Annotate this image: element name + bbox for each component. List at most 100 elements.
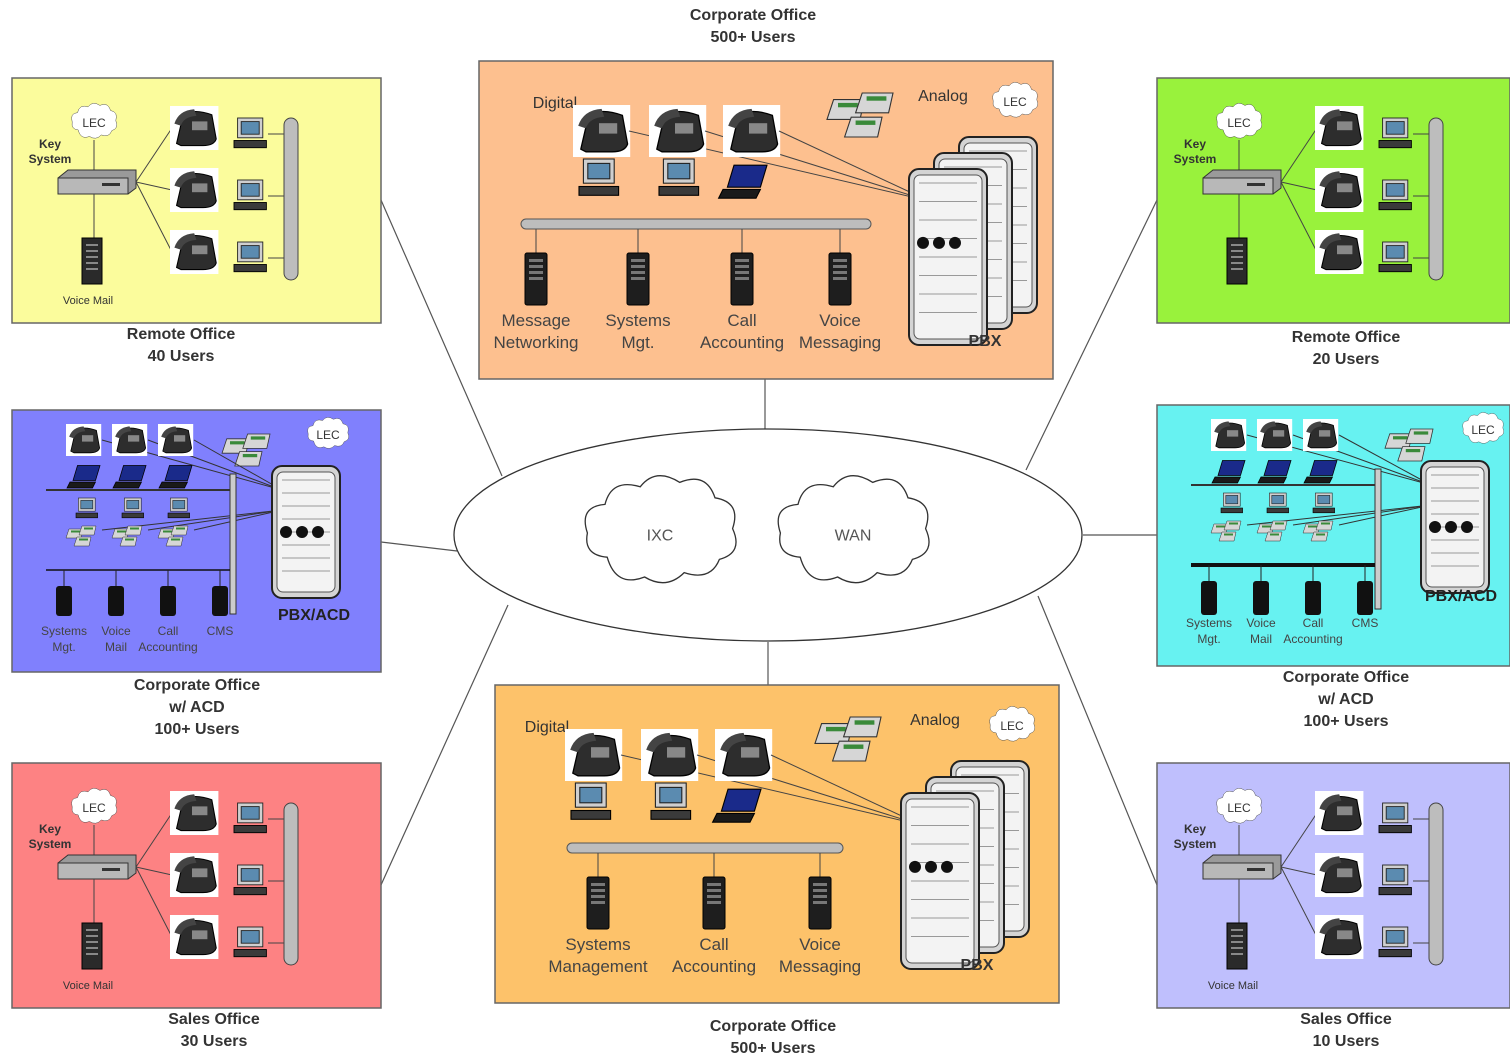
phone-icon	[1315, 853, 1364, 897]
phone-keypad	[749, 123, 768, 134]
computer-icon	[75, 497, 98, 519]
phone-icon	[1315, 106, 1364, 150]
laptop-screen	[1217, 460, 1246, 476]
server-label: Mgt.	[621, 333, 654, 352]
vent	[86, 941, 98, 943]
connector-line	[1280, 866, 1318, 938]
base-unit	[1378, 949, 1412, 958]
button-led	[917, 236, 929, 249]
server-icon	[730, 252, 754, 306]
laptop-base	[1211, 476, 1242, 484]
laptop-screen	[118, 465, 147, 481]
phone-keypad	[667, 747, 686, 758]
handset	[117, 530, 126, 533]
base-unit	[1378, 202, 1412, 211]
analog-phone	[842, 716, 882, 738]
handset	[838, 102, 858, 108]
phone-keypad	[591, 747, 610, 758]
computer-icon	[167, 497, 190, 519]
analog-phone	[170, 525, 189, 536]
server-icon	[1253, 581, 1269, 615]
base-unit	[1312, 507, 1335, 514]
laptop-base	[66, 481, 97, 489]
phone-icon	[1315, 230, 1364, 274]
vent	[86, 929, 98, 931]
cloud-shape	[71, 788, 117, 824]
phone-handset	[654, 108, 681, 129]
phone-keypad	[1337, 868, 1353, 878]
phone-handset	[570, 732, 597, 753]
office-caption-line: Remote Office	[1291, 329, 1401, 346]
connector-line	[1292, 504, 1432, 526]
connector-line	[135, 866, 173, 876]
server-label: Call	[699, 935, 728, 954]
screen	[240, 930, 260, 944]
server-label: Mgt.	[52, 640, 75, 654]
server-icon	[702, 876, 726, 930]
phone-keypad	[1337, 930, 1353, 940]
base-unit	[1378, 264, 1412, 273]
voicemail-case	[81, 237, 103, 285]
server-label: CMS	[207, 624, 234, 638]
button-led	[909, 860, 921, 873]
analog-phones-icon	[221, 433, 271, 467]
server-label: Management	[548, 957, 648, 976]
laptop-screen	[726, 164, 768, 188]
screen	[667, 162, 691, 180]
connector-line	[1280, 181, 1318, 253]
laptop-base	[1303, 476, 1334, 484]
server-icon	[1305, 581, 1321, 615]
laptop-screen	[164, 465, 193, 481]
base-unit	[658, 185, 700, 196]
key-system-label: Key	[39, 137, 61, 151]
screen	[240, 121, 260, 135]
server-label: Messaging	[799, 333, 881, 352]
laptop-icon	[1211, 460, 1246, 484]
computer-icon	[1378, 241, 1412, 273]
pbx-label: PBX/ACD	[278, 607, 350, 624]
office-caption-line: Corporate Office	[689, 7, 817, 24]
network-link	[1025, 199, 1158, 471]
ixc-cloud: IXC	[584, 475, 737, 584]
handset	[163, 530, 172, 533]
phone-icon	[723, 105, 781, 157]
drive-bay	[813, 895, 827, 898]
network-ellipse	[453, 428, 1083, 642]
phone-handset	[174, 109, 197, 126]
voicemail-server-icon	[1226, 237, 1248, 285]
phone-handset	[69, 426, 86, 439]
key-system-slot	[1247, 868, 1265, 871]
analog-phone	[165, 536, 184, 547]
phone-handset	[1306, 421, 1323, 434]
pbx-cabinet-icon	[1420, 460, 1490, 594]
server-label: Messaging	[779, 957, 861, 976]
handset	[79, 538, 88, 541]
computer-icon	[233, 802, 267, 834]
network-link	[380, 541, 458, 552]
base-unit	[233, 140, 267, 149]
office-caption-line: Remote Office	[126, 326, 236, 343]
phone-keypad	[192, 868, 208, 878]
analog-phone	[1269, 520, 1288, 531]
drive-bay	[591, 889, 605, 892]
pbx-label: PBX	[961, 957, 994, 974]
server-label: Voice	[819, 311, 861, 330]
drive-bay	[735, 265, 749, 268]
lec-cloud-icon	[1216, 103, 1262, 139]
server-label: Call	[727, 311, 756, 330]
analog-phones-icon	[1210, 520, 1242, 542]
office-caption-line: 30 Users	[180, 1033, 248, 1050]
cloud-shape	[307, 417, 349, 449]
phone-icon	[641, 729, 699, 781]
server-label: Systems	[41, 624, 87, 638]
server-label: Systems	[605, 311, 670, 330]
computer-icon	[1312, 492, 1335, 514]
base-unit	[570, 809, 612, 820]
voicemail-server-icon	[1226, 922, 1248, 970]
handset	[1393, 436, 1408, 440]
